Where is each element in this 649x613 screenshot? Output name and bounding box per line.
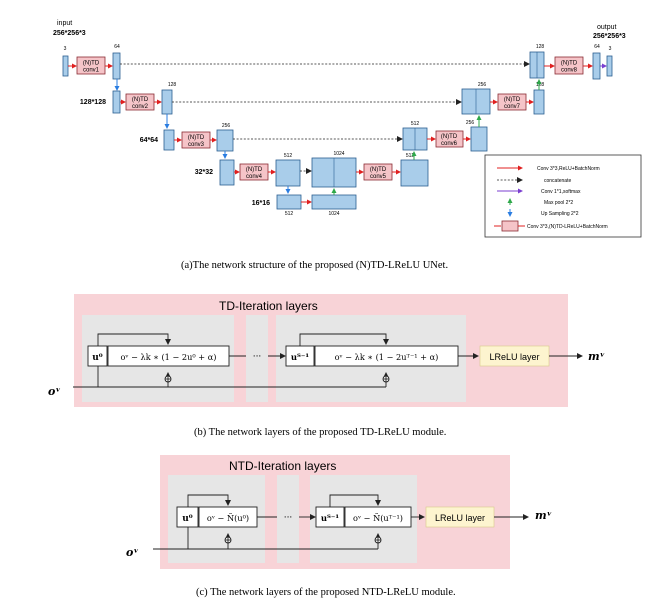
svg-text:256: 256 xyxy=(222,123,231,129)
svg-text:LReLU layer: LReLU layer xyxy=(489,352,539,362)
svg-text:3: 3 xyxy=(609,46,612,52)
feature-map-32-in xyxy=(219,159,235,186)
ntd-input-label: oᵛ xyxy=(126,546,139,559)
legend-maxpool: Max pool 2*2 xyxy=(544,200,573,206)
ntd-module-diagram: NTD-Iteration layers u⁰ oᵛ − Ñ(u⁰) ··· u… xyxy=(126,455,552,569)
res-16-label: 16*16 xyxy=(252,200,270,207)
res-64-label: 64*64 xyxy=(140,137,158,144)
svg-text:1024: 1024 xyxy=(328,211,339,217)
svg-text:u⁰: u⁰ xyxy=(92,353,103,363)
feature-map-out xyxy=(606,55,613,77)
svg-text:oᵛ − λk ∗ (1 − 2uᵀ⁻¹ + α): oᵛ − λk ∗ (1 − 2uᵀ⁻¹ + α) xyxy=(335,352,439,362)
feature-map-128 xyxy=(161,89,173,115)
td-input-label: oᵛ xyxy=(48,385,61,398)
svg-text:conv7: conv7 xyxy=(504,104,521,110)
feature-map-256 xyxy=(216,129,234,152)
feature-map-64-out xyxy=(592,52,601,80)
legend-upsampling: Up Sampling 2*2 xyxy=(541,211,579,217)
svg-text:conv1: conv1 xyxy=(83,68,100,74)
svg-text:LReLU layer: LReLU layer xyxy=(435,513,485,523)
svg-text:oᵛ − Ñ(u⁰): oᵛ − Ñ(u⁰) xyxy=(207,513,249,523)
ntd-output-label: mᵛ xyxy=(535,509,552,522)
svg-text:(N)TD: (N)TD xyxy=(188,135,205,141)
svg-text:128: 128 xyxy=(536,44,545,50)
input-size: 256*256*3 xyxy=(53,30,86,37)
svg-text:conv2: conv2 xyxy=(132,104,149,110)
feature-map-256-up xyxy=(470,126,488,152)
td-title: TD-Iteration layers xyxy=(219,299,318,313)
td-u0-box xyxy=(87,345,108,367)
feature-map-128-up xyxy=(533,89,545,115)
svg-text:1024: 1024 xyxy=(333,151,344,157)
conv1-label: (N)TD xyxy=(83,61,100,67)
ntd-title: NTD-Iteration layers xyxy=(229,459,336,473)
svg-text:conv6: conv6 xyxy=(441,141,458,147)
feature-map-64 xyxy=(112,52,121,80)
svg-text:(N)TD: (N)TD xyxy=(246,167,263,173)
td-ellipsis: ··· xyxy=(253,352,262,362)
ntd-ellipsis: ··· xyxy=(284,513,293,523)
td-output-label: mᵛ xyxy=(588,350,605,363)
res-32-label: 32*32 xyxy=(195,169,213,176)
output-label: output xyxy=(597,24,617,31)
channel-label: 3 xyxy=(64,46,67,52)
svg-text:uᵀ⁻¹: uᵀ⁻¹ xyxy=(321,514,340,524)
feature-map-512 xyxy=(275,159,301,187)
svg-text:oᵛ − λk ∗ (1 − 2u⁰ + α): oᵛ − λk ∗ (1 − 2u⁰ + α) xyxy=(121,352,217,362)
unet-diagram: input 256*256*3 output 256*256*3 128*128… xyxy=(53,20,642,238)
td-module-diagram: TD-Iteration layers u⁰ oᵛ − λk ∗ (1 − 2u… xyxy=(48,294,605,407)
caption-a: (a)The network structure of the proposed… xyxy=(181,260,448,271)
output-size: 256*256*3 xyxy=(593,33,626,40)
svg-text:512: 512 xyxy=(285,211,294,217)
res-128-label: 128*128 xyxy=(80,99,106,106)
input-label: input xyxy=(57,20,72,27)
feature-map-in xyxy=(62,55,69,77)
feature-map-16 xyxy=(276,194,302,210)
legend-softmax: Conv 1*1,softmax xyxy=(541,189,581,195)
caption-c: (c) The network layers of the proposed N… xyxy=(196,587,456,598)
svg-text:512: 512 xyxy=(406,153,415,159)
svg-text:conv3: conv3 xyxy=(188,142,205,148)
svg-text:128: 128 xyxy=(536,82,545,88)
svg-text:(N)TD: (N)TD xyxy=(561,61,578,67)
svg-text:128: 128 xyxy=(168,82,177,88)
svg-text:(N)TD: (N)TD xyxy=(504,97,521,103)
svg-text:conv8: conv8 xyxy=(561,68,578,74)
feature-map-128-in xyxy=(112,90,121,114)
caption-b: (b) The network layers of the proposed T… xyxy=(194,427,446,438)
svg-text:oᵛ − Ñ(uᵀ⁻¹): oᵛ − Ñ(uᵀ⁻¹) xyxy=(353,513,403,523)
svg-text:uᵀ⁻¹: uᵀ⁻¹ xyxy=(291,353,310,363)
svg-text:(N)TD: (N)TD xyxy=(441,134,458,140)
svg-text:64: 64 xyxy=(594,44,600,50)
svg-text:(N)TD: (N)TD xyxy=(132,97,149,103)
feature-map-512-up xyxy=(400,159,429,187)
legend: Conv 3*3,ReLU+BatchNorm concatenate Conv… xyxy=(484,154,642,238)
svg-text:256: 256 xyxy=(466,120,475,126)
feature-map-64-in xyxy=(163,129,175,151)
svg-text:512: 512 xyxy=(411,121,420,127)
legend-concat: concatenate xyxy=(544,178,571,184)
svg-text:conv5: conv5 xyxy=(370,174,387,180)
legend-conv: Conv 3*3,ReLU+BatchNorm xyxy=(537,166,600,172)
legend-conv-ntd: Conv 3*3,(N)TD-LReLU+BatchNorm xyxy=(527,224,608,230)
svg-text:256: 256 xyxy=(478,82,487,88)
svg-text:(N)TD: (N)TD xyxy=(370,167,387,173)
svg-text:64: 64 xyxy=(114,44,120,50)
ntd-u0-box xyxy=(176,506,199,528)
feature-map-1024 xyxy=(311,194,357,210)
svg-text:512: 512 xyxy=(284,153,293,159)
svg-text:conv4: conv4 xyxy=(246,174,263,180)
svg-text:u⁰: u⁰ xyxy=(182,514,193,524)
